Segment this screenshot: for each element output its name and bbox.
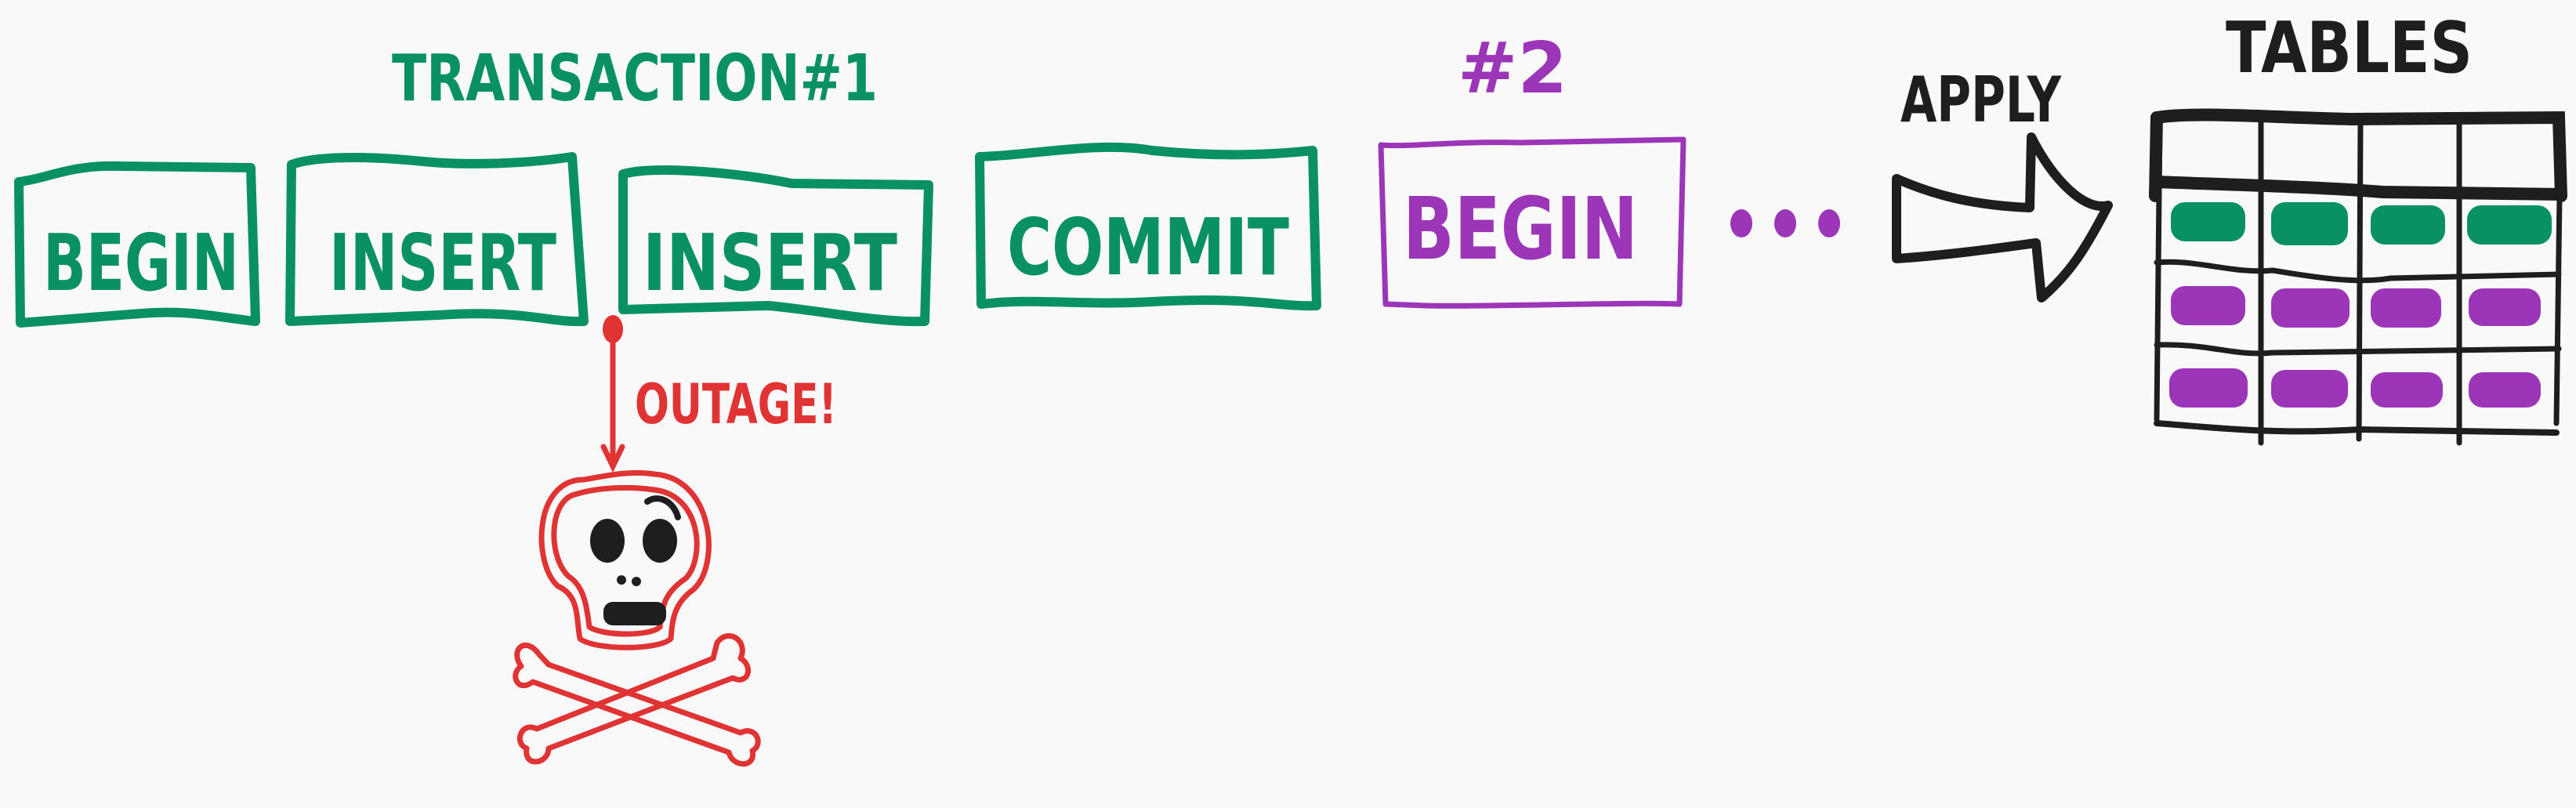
table-row-2 xyxy=(2171,286,2541,328)
outage-point-icon xyxy=(603,315,623,343)
continuation-ellipsis: ... xyxy=(0,0,1840,237)
step-commit: COMMIT xyxy=(975,142,1321,311)
step-label: COMMIT xyxy=(1007,201,1289,293)
apply-label: APPLY xyxy=(1900,63,2062,136)
table-icon xyxy=(2149,108,2567,446)
table-row-3 xyxy=(2169,368,2541,408)
step-label: BEGIN xyxy=(1403,179,1638,279)
arrow-right-icon xyxy=(1892,132,2113,303)
step-insert-2: INSERT xyxy=(618,165,933,327)
step-label: BEGIN xyxy=(43,217,239,309)
step-label: INSERT xyxy=(643,217,897,309)
step-begin-2: BEGIN xyxy=(1378,136,1687,309)
step-insert-1: INSERT xyxy=(285,152,589,327)
step-label: INSERT xyxy=(329,217,556,309)
skull-crossbones-icon xyxy=(513,469,761,767)
outage-marker: OUTAGE! xyxy=(600,315,837,473)
arrow-down-icon xyxy=(600,334,625,473)
transaction-1-label: TRANSACTION#1 xyxy=(392,42,878,116)
step-begin-1: BEGIN xyxy=(14,161,260,328)
outage-label: OUTAGE! xyxy=(635,372,837,437)
table-row-1 xyxy=(2171,202,2552,245)
tables-label: TABLES xyxy=(2226,7,2473,89)
ellipsis-text: ... xyxy=(0,0,2,1)
transaction-2-label: #2 xyxy=(1458,27,1567,110)
